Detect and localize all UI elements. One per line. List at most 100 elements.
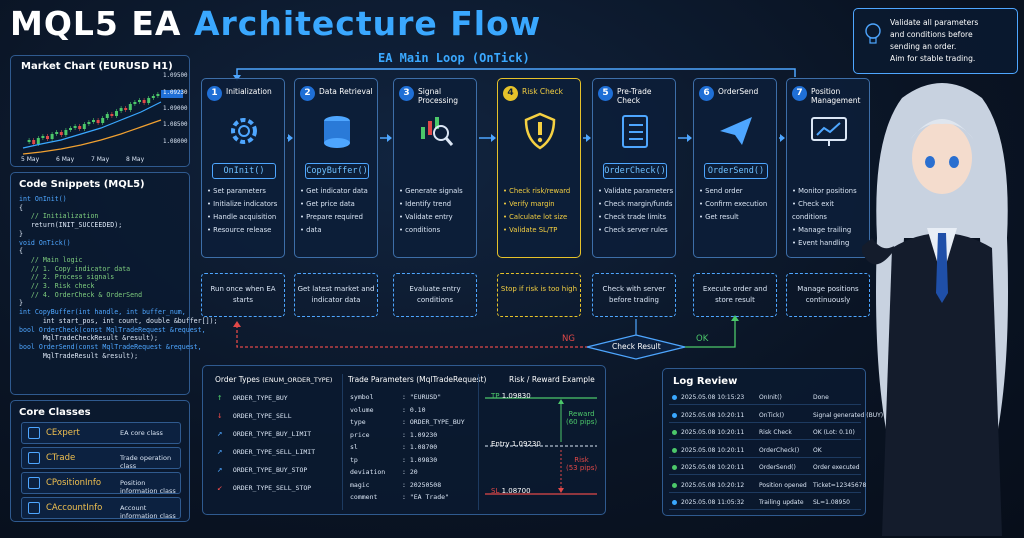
core-class-cpositioninfo: CPositionInfo Position information class (21, 472, 181, 495)
code-line: { (19, 247, 23, 256)
step-5-note: Check with server before trading (592, 273, 676, 317)
monitor-chart-icon (811, 117, 847, 146)
core-classes-title: Core Classes (19, 407, 91, 418)
step-number: 4 (503, 86, 518, 101)
order-type-row: ↙ ORDER_TYPE_SELL_STOP (217, 483, 311, 493)
ok-label: OK (696, 334, 709, 344)
step-item: Calculate lot size (503, 211, 581, 224)
entry-text: Entry 1.09230 (491, 440, 541, 448)
code-line: // Main logic (19, 255, 83, 264)
trade-param-row: tp : 1.09830 (350, 456, 437, 464)
tip-text: Validate all parameters and conditions be… (890, 17, 1016, 65)
candle-body (92, 120, 95, 122)
log-message: OK (813, 446, 822, 454)
order-types-enum: (ENUM_ORDER_TYPE) (262, 376, 333, 384)
param-value: : ORDER_TYPE_BUY (402, 418, 465, 426)
cube-icon (28, 452, 40, 464)
trade-param-row: symbol: "EURUSD" (350, 393, 441, 401)
candle-body (55, 132, 59, 134)
log-message: OK (Lot: 0.10) (813, 429, 855, 436)
page-title: MQL5 EA Architecture Flow (10, 4, 541, 43)
param-key: comment (350, 493, 378, 501)
rr-diagram (485, 397, 597, 495)
code-line: } (19, 299, 23, 308)
param-key: price (350, 430, 370, 439)
param-key: tp (350, 455, 358, 464)
plane-shape (720, 117, 752, 145)
log-event: OrderSend() (759, 464, 796, 471)
order-types-title-text: Order Types (215, 375, 260, 384)
step-item: Manage trailing (792, 224, 870, 237)
order-type-row: ↗ ORDER_TYPE_SELL_LIMIT (217, 447, 315, 457)
param-value: : 1.09830 (402, 455, 438, 464)
step-items: Monitor positionsCheck exit conditionsMa… (792, 185, 870, 250)
step-title: Pre-Trade Check (617, 87, 652, 105)
status-dot (672, 465, 677, 470)
code-line: // 2. Process signals (19, 273, 115, 282)
step-arrows (287, 134, 785, 142)
tie (936, 233, 948, 303)
date-tick-1: 6 May (56, 156, 75, 163)
step-1-note: Run once when EA starts (201, 273, 285, 317)
step-title: Initialization (226, 87, 272, 96)
code-line: MqlTradeResult &result); (19, 351, 139, 360)
step-items: Validate parametersCheck margin/fundsChe… (598, 185, 676, 237)
candlestick-search-icon (421, 117, 454, 146)
param-value: : 1.08700 (402, 443, 438, 451)
candle-body (110, 114, 114, 116)
suit-body (882, 233, 1002, 536)
tip-line: sending an order. (890, 42, 957, 51)
step-item: Monitor positions (792, 185, 870, 198)
candle-body (147, 98, 151, 103)
candle-body (119, 108, 123, 111)
step-number: 7 (792, 86, 807, 101)
hair-back (876, 83, 1008, 458)
param-key: sl (350, 443, 358, 451)
log-event: Position opened (759, 481, 807, 489)
core-class-desc: Position information class (120, 479, 176, 495)
log-time: 2025.05.08 10:20:11 (681, 446, 745, 454)
cube-icon (28, 502, 40, 514)
step-item: Identify trend (399, 198, 477, 211)
log-message: Order executed (813, 464, 860, 471)
price-tick-4: 1.08000 (163, 139, 188, 145)
database-icon (324, 116, 350, 148)
date-tick-2: 7 May (91, 156, 110, 163)
candle-body (124, 108, 128, 110)
step-items: Set parametersInitialize indicatorsHandl… (207, 185, 285, 237)
step-items: Send orderConfirm executionGet result (699, 185, 777, 224)
price-tick-3: 1.08500 (163, 122, 188, 128)
price-tick-0: 1.09500 (163, 73, 188, 79)
lightbulb-icon (865, 23, 881, 44)
core-class-name: CAccountInfo (46, 503, 103, 513)
code-snippets-panel: Code Snippets (MQL5) int OnInit(){ // In… (10, 172, 218, 395)
log-message: Ticket=12345678 (813, 481, 867, 489)
log-review-title: Log Review (673, 376, 738, 387)
trade-param-row: price: 1.09230 (350, 431, 437, 439)
tp-value: 1.09830 (501, 392, 531, 400)
magnifier (433, 125, 449, 141)
trade-param-row: type: ORDER_TYPE_BUY (350, 418, 465, 426)
cube-icon (28, 477, 40, 489)
core-class-name: CExpert (46, 428, 80, 438)
code-line: { (19, 203, 23, 212)
core-class-desc: Trade operation class (120, 454, 172, 470)
step-arrow-head (780, 134, 785, 142)
step-item: Handle acquisition (207, 211, 285, 224)
tip-line: and conditions before (890, 30, 973, 39)
candle-body (87, 122, 91, 124)
code-snippets-title: Code Snippets (MQL5) (19, 179, 145, 190)
date-tick-0: 5 May (21, 156, 40, 163)
loop-title: EA Main Loop (OnTick) (378, 51, 530, 65)
ng-label: NG (562, 334, 575, 344)
log-event: OrderCheck() (759, 446, 800, 454)
risk-label: Risk (574, 456, 589, 464)
tip-line: Validate all parameters (890, 18, 979, 27)
candle-body (138, 100, 141, 102)
